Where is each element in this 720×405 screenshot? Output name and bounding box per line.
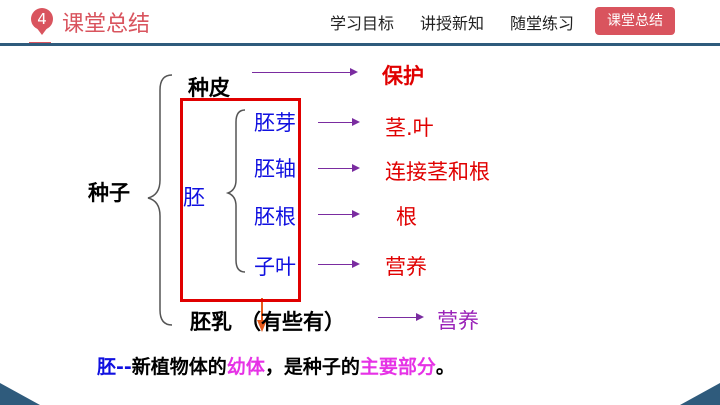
arrow-icon	[318, 118, 360, 126]
seed-coat-label: 种皮	[188, 76, 230, 100]
part-function: 连接茎和根	[385, 160, 490, 184]
nav-new-knowledge[interactable]: 讲授新知	[420, 14, 485, 33]
arrow-icon	[252, 68, 358, 76]
summary-dash: --	[116, 356, 132, 378]
seed-label: 种子	[88, 181, 130, 205]
part-label: 胚根	[254, 205, 296, 229]
header-divider	[0, 43, 720, 46]
summary-term: 胚	[97, 356, 117, 378]
part-function: 营养	[385, 255, 427, 279]
section-number-badge: 4	[31, 8, 53, 30]
nav-summary-button[interactable]: 课堂总结	[595, 7, 675, 35]
part-function: 根	[396, 205, 417, 229]
arrow-icon	[378, 313, 424, 321]
embryo-box	[180, 98, 301, 302]
part-label: 胚芽	[254, 111, 296, 135]
summary-sentence: 胚--新植物体的幼体，是种子的主要部分。	[97, 352, 455, 379]
corner-decoration	[680, 383, 720, 405]
summary-highlight: 幼体	[226, 356, 265, 378]
endosperm-label: 胚乳	[190, 310, 232, 334]
seed-coat-function: 保护	[382, 64, 424, 88]
pin-icon	[36, 27, 48, 35]
embryo-label: 胚	[183, 186, 206, 211]
summary-highlight: 主要部分	[359, 356, 436, 378]
summary-text: 。	[435, 356, 455, 378]
part-label: 胚轴	[254, 157, 296, 181]
part-label: 子叶	[254, 255, 296, 279]
summary-text: 新植物体的	[131, 356, 227, 378]
arrow-icon	[318, 260, 360, 268]
endosperm-function: 营养	[437, 309, 479, 333]
summary-text: ，是种子的	[264, 356, 360, 378]
endosperm-note: （有些有）	[240, 310, 345, 334]
arrow-icon	[318, 164, 360, 172]
corner-decoration	[0, 383, 40, 405]
section-title: 课堂总结	[62, 12, 151, 37]
arrow-icon	[318, 210, 360, 218]
part-function: 茎.叶	[385, 116, 434, 140]
nav-practice[interactable]: 随堂练习	[510, 14, 575, 33]
nav-learning-goals[interactable]: 学习目标	[330, 14, 395, 33]
